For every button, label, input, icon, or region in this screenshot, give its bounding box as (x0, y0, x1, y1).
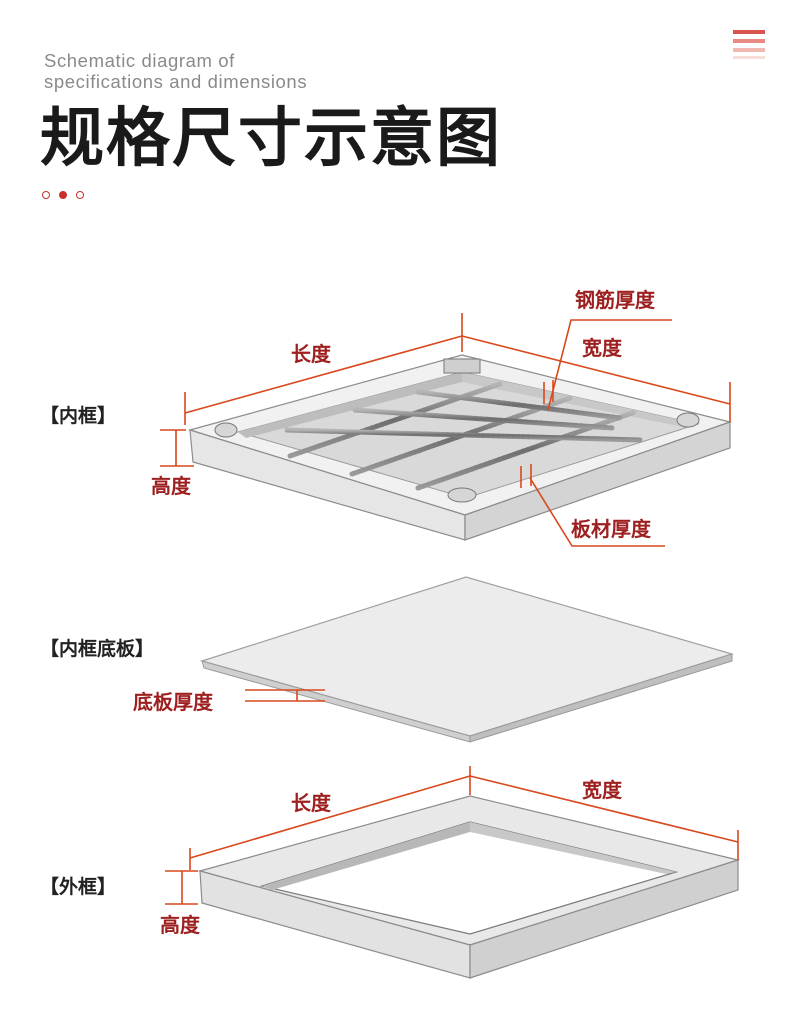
inner-frame-label: 【内框】 (40, 405, 117, 427)
dot-icon (42, 191, 50, 199)
subtitle-line-1: Schematic diagram of (44, 50, 235, 71)
outer-frame-dimensions (165, 766, 739, 905)
corner-tab-icon (214, 358, 700, 503)
outer-inner-wall-right (470, 822, 676, 874)
outer-frame-label: 【外框】 (40, 876, 117, 898)
outer-height-label: 高度 (160, 913, 201, 937)
outer-frame-front-right (469, 859, 739, 979)
inner-length-label: 长度 (291, 342, 332, 366)
base-plate-drawing (199, 576, 735, 743)
menu-bar-1 (733, 30, 765, 34)
base-plate-top (199, 576, 735, 737)
inner-wall-back-left (238, 372, 462, 438)
inner-frame-drawing (187, 354, 733, 541)
rebar-thickness-label: 钢筋厚度 (575, 288, 656, 312)
base-thickness-label: 底板厚度 (133, 690, 214, 714)
outer-length-label: 长度 (291, 791, 332, 815)
dot-icon (59, 191, 67, 199)
dot-icon (76, 191, 84, 199)
english-subtitle: Schematic diagram of specifications and … (44, 50, 307, 92)
plate-thickness-label: 板材厚度 (571, 517, 652, 541)
menu-icon[interactable] (733, 30, 765, 60)
subtitle-line-2: specifications and dimensions (44, 71, 308, 92)
base-plate-edge-right (469, 653, 733, 743)
outer-inner-wall-left (262, 822, 470, 890)
menu-bar-3 (733, 48, 765, 52)
outer-frame-drawing (197, 795, 741, 979)
inner-wall-back-right (462, 372, 698, 428)
inner-height-label: 高度 (151, 474, 192, 498)
menu-bar-2 (733, 39, 765, 43)
rebar-grid (284, 381, 643, 491)
menu-bar-4 (733, 56, 765, 59)
inner-frame-front-right (464, 421, 731, 541)
outer-width-label: 宽度 (582, 778, 623, 802)
inner-width-label: 宽度 (582, 336, 623, 360)
base-plate-dimensions (245, 689, 325, 702)
inner-base-label: 【内框底板】 (40, 638, 155, 660)
inner-frame-dimensions (160, 313, 731, 547)
page-title: 规格尺寸示意图 (40, 102, 502, 176)
